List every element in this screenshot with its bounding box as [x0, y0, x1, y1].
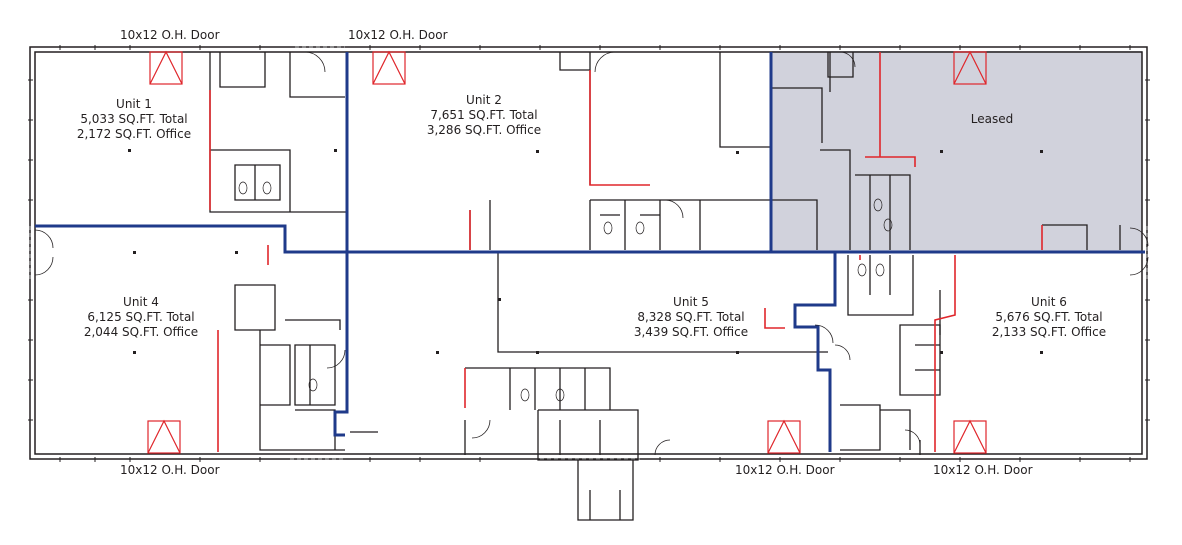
door-label-bottom-unit5: 10x12 O.H. Door [735, 463, 835, 477]
unit-1-name: Unit 1 [116, 97, 152, 111]
door-swings [34, 51, 1149, 456]
unit-2-office: 3,286 SQ.FT. Office [426, 123, 542, 137]
leased-area [772, 51, 1142, 252]
unit-4-total: 6,125 SQ.FT. Total [87, 310, 195, 324]
leased-name: Leased [970, 112, 1014, 126]
unit-1-office: 2,172 SQ.FT. Office [76, 127, 192, 141]
unit-2-name: Unit 2 [466, 93, 502, 107]
unit-4-label: Unit 4 6,125 SQ.FT. Total 2,044 SQ.FT. O… [84, 295, 198, 340]
unit-5-name: Unit 5 [673, 295, 709, 309]
unit-boundaries [35, 52, 1145, 452]
unit-6-office: 2,133 SQ.FT. Office [991, 325, 1107, 339]
unit-6-total: 5,676 SQ.FT. Total [995, 310, 1103, 324]
restroom-fixtures [238, 181, 893, 402]
unit-4-office: 2,044 SQ.FT. Office [83, 325, 199, 339]
unit-6-label: Unit 6 5,676 SQ.FT. Total 2,133 SQ.FT. O… [992, 295, 1106, 340]
unit-1-total: 5,033 SQ.FT. Total [80, 112, 188, 126]
overhead-doors [147, 50, 987, 454]
leased-label: Leased [971, 112, 1013, 127]
door-label-bottom-unit6: 10x12 O.H. Door [933, 463, 1033, 477]
unit-4-name: Unit 4 [123, 295, 159, 309]
new-walls [209, 52, 1043, 452]
unit-6-name: Unit 6 [1031, 295, 1067, 309]
unit-2-total: 7,651 SQ.FT. Total [430, 108, 538, 122]
door-label-top-unit1: 10x12 O.H. Door [120, 28, 220, 42]
door-label-top-unit2: 10x12 O.H. Door [348, 28, 448, 42]
unit-1-label: Unit 1 5,033 SQ.FT. Total 2,172 SQ.FT. O… [77, 97, 191, 142]
exterior-openings [29, 46, 1148, 460]
unit-5-office: 3,439 SQ.FT. Office [633, 325, 749, 339]
door-label-bottom-unit4: 10x12 O.H. Door [120, 463, 220, 477]
unit-5-label: Unit 5 8,328 SQ.FT. Total 3,439 SQ.FT. O… [634, 295, 748, 340]
column-markers [128, 149, 1043, 354]
unit-2-label: Unit 2 7,651 SQ.FT. Total 3,286 SQ.FT. O… [427, 93, 541, 138]
interior-walls [209, 52, 1121, 521]
unit-5-total: 8,328 SQ.FT. Total [637, 310, 745, 324]
wall-ticks [28, 45, 1150, 462]
